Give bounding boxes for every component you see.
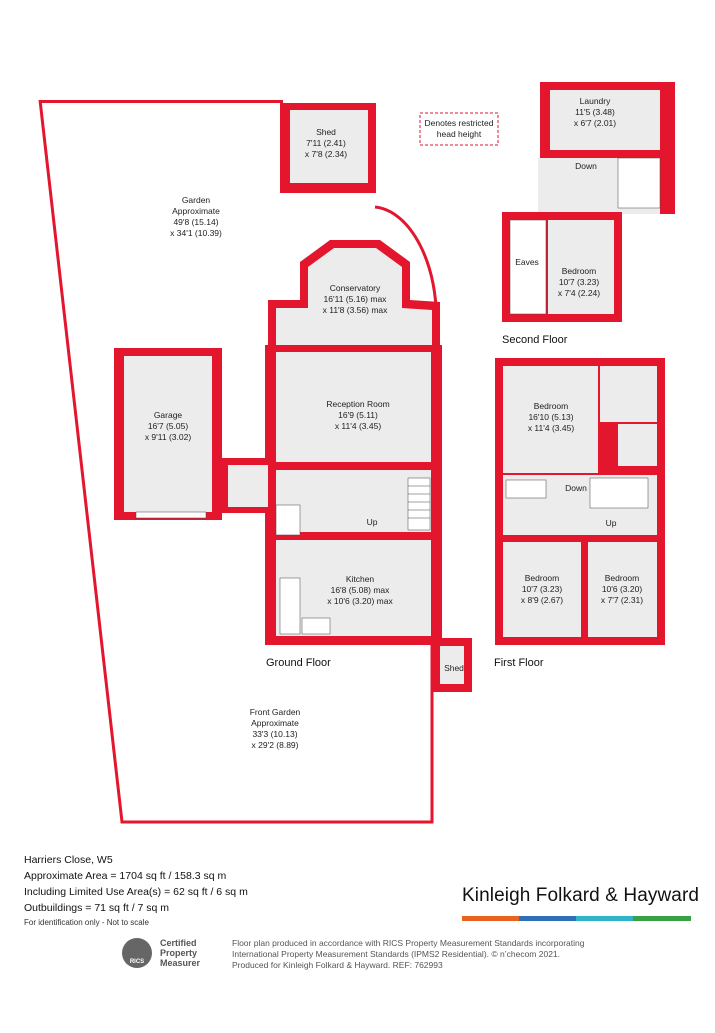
kitchen-label: Kitchen bbox=[346, 574, 375, 584]
bedroom-second-dims2: x 7'4 (2.24) bbox=[558, 288, 600, 298]
kitchen-counter bbox=[279, 577, 301, 635]
eaves-floor bbox=[509, 219, 547, 315]
garden-label: Garden bbox=[182, 195, 211, 205]
garage-floor bbox=[124, 356, 212, 512]
garage-label: Garage bbox=[154, 410, 183, 420]
kitchen-dims1: 16'8 (5.08) max bbox=[331, 585, 391, 595]
stair-up-first: Up bbox=[606, 518, 617, 528]
garden-sub: Approximate bbox=[172, 206, 220, 216]
brand-stripe-orange bbox=[462, 916, 519, 921]
shed-top-label: Shed bbox=[316, 127, 336, 137]
legend-line1: Denotes restricted bbox=[425, 118, 494, 128]
laundry-floor bbox=[550, 90, 660, 150]
bedroom-first-left-dims1: 10'7 (3.23) bbox=[522, 584, 563, 594]
garden-outline bbox=[38, 99, 434, 824]
front-garden-sub: Approximate bbox=[251, 718, 299, 728]
stair-up-ground: Up bbox=[367, 517, 378, 527]
rics-badge: RICS Certified Property Measurer bbox=[122, 938, 224, 972]
stair-down-first: Down bbox=[565, 483, 587, 493]
stair-second bbox=[617, 157, 661, 209]
laundry-dims1: 11'5 (3.48) bbox=[575, 107, 615, 117]
bedroom-first-main-label: Bedroom bbox=[534, 401, 569, 411]
shower-first-floor bbox=[618, 424, 657, 466]
conservatory-label: Conservatory bbox=[330, 283, 381, 293]
front-garden-dims1: 33'3 (10.13) bbox=[252, 729, 297, 739]
shed-top-dims1: 7'11 (2.41) bbox=[306, 138, 346, 148]
bedroom-first-right-dims2: x 7'7 (2.31) bbox=[601, 595, 643, 605]
bedroom-first-right-dims1: 10'6 (3.20) bbox=[602, 584, 643, 594]
stair-ground bbox=[407, 477, 431, 531]
shed-front-floor bbox=[440, 646, 464, 684]
garage-dims2: x 9'11 (3.02) bbox=[145, 432, 192, 442]
bedroom-first-left-label: Bedroom bbox=[525, 573, 560, 583]
bedroom-second-label: Bedroom bbox=[562, 266, 597, 276]
agency-logo: Kinleigh Folkard & Hayward bbox=[462, 885, 700, 906]
bedroom-second-dims1: 10'7 (3.23) bbox=[559, 277, 600, 287]
garden-dims1: 49'8 (15.14) bbox=[173, 217, 218, 227]
property-summary: Harriers Close, W5 Approximate Area = 17… bbox=[24, 852, 248, 930]
bath-first-floor bbox=[505, 479, 547, 499]
brand-stripe-blue bbox=[519, 916, 576, 921]
rics-logo-icon: RICS bbox=[122, 938, 152, 968]
bedroom-first-left-dims2: x 8'9 (2.67) bbox=[521, 595, 563, 605]
hall-floor bbox=[276, 470, 431, 532]
conservatory-dims2: x 11'8 (3.56) max bbox=[323, 305, 389, 315]
reception-dims2: x 11'4 (3.45) bbox=[335, 421, 382, 431]
shed-front-label: Shed bbox=[444, 663, 464, 673]
limited-use-area: Including Limited Use Area(s) = 62 sq ft… bbox=[24, 886, 248, 898]
bedroom-first-main-dims1: 16'10 (5.13) bbox=[528, 412, 573, 422]
front-garden-dims2: x 29'2 (8.89) bbox=[252, 740, 299, 750]
garage-door bbox=[135, 511, 207, 519]
reception-floor bbox=[276, 352, 431, 462]
floor-label-first: First Floor bbox=[494, 657, 544, 669]
kitchen-dims2: x 10'6 (3.20) max bbox=[327, 596, 393, 606]
bedroom-second-floor bbox=[548, 220, 614, 314]
porch-floor bbox=[228, 465, 268, 507]
garden-dims2: x 34'1 (10.39) bbox=[170, 228, 222, 238]
garden-boundary bbox=[40, 100, 283, 103]
kitchen-sink bbox=[301, 617, 331, 635]
stair-down-second: Down bbox=[575, 161, 597, 171]
bedroom-first-right-label: Bedroom bbox=[605, 573, 640, 583]
eaves-label: Eaves bbox=[515, 257, 539, 267]
shed-top-dims2: x 7'8 (2.34) bbox=[305, 149, 347, 159]
laundry-label: Laundry bbox=[580, 96, 611, 106]
certification-statement: Floor plan produced in accordance with R… bbox=[232, 938, 585, 970]
outbuildings-area: Outbuildings = 71 sq ft / 7 sq m bbox=[24, 902, 170, 914]
address: Harriers Close, W5 bbox=[24, 854, 113, 866]
bedroom-first-left-floor bbox=[503, 542, 581, 637]
brand-stripe-teal bbox=[576, 916, 633, 921]
conservatory-floor bbox=[276, 248, 432, 345]
ensuite-first-floor bbox=[600, 366, 657, 422]
garage-dims1: 16'7 (5.05) bbox=[148, 421, 189, 431]
legend-line2: head height bbox=[437, 129, 482, 139]
laundry-dims2: x 6'7 (2.01) bbox=[574, 118, 616, 128]
stair-first bbox=[589, 477, 649, 509]
bedroom-first-main-dims2: x 11'4 (3.45) bbox=[528, 423, 575, 433]
brand-stripe-green bbox=[633, 916, 691, 921]
rics-certification-text: Certified Property Measurer bbox=[160, 938, 201, 968]
wc-ground bbox=[275, 504, 301, 536]
shed-top-floor bbox=[290, 110, 368, 183]
front-garden-label: Front Garden bbox=[250, 707, 301, 717]
identification-note: For identification only - Not to scale bbox=[24, 918, 149, 927]
bedroom-first-main-floor bbox=[503, 366, 598, 473]
bedroom-first-right-floor bbox=[588, 542, 657, 637]
approximate-area: Approximate Area = 1704 sq ft / 158.3 sq… bbox=[24, 870, 227, 882]
floor-label-ground: Ground Floor bbox=[266, 657, 331, 669]
reception-label: Reception Room bbox=[326, 399, 389, 409]
reception-dims1: 16'9 (5.11) bbox=[338, 410, 378, 420]
conservatory-dims1: 16'11 (5.16) max bbox=[324, 294, 388, 304]
floor-label-second: Second Floor bbox=[502, 334, 568, 346]
